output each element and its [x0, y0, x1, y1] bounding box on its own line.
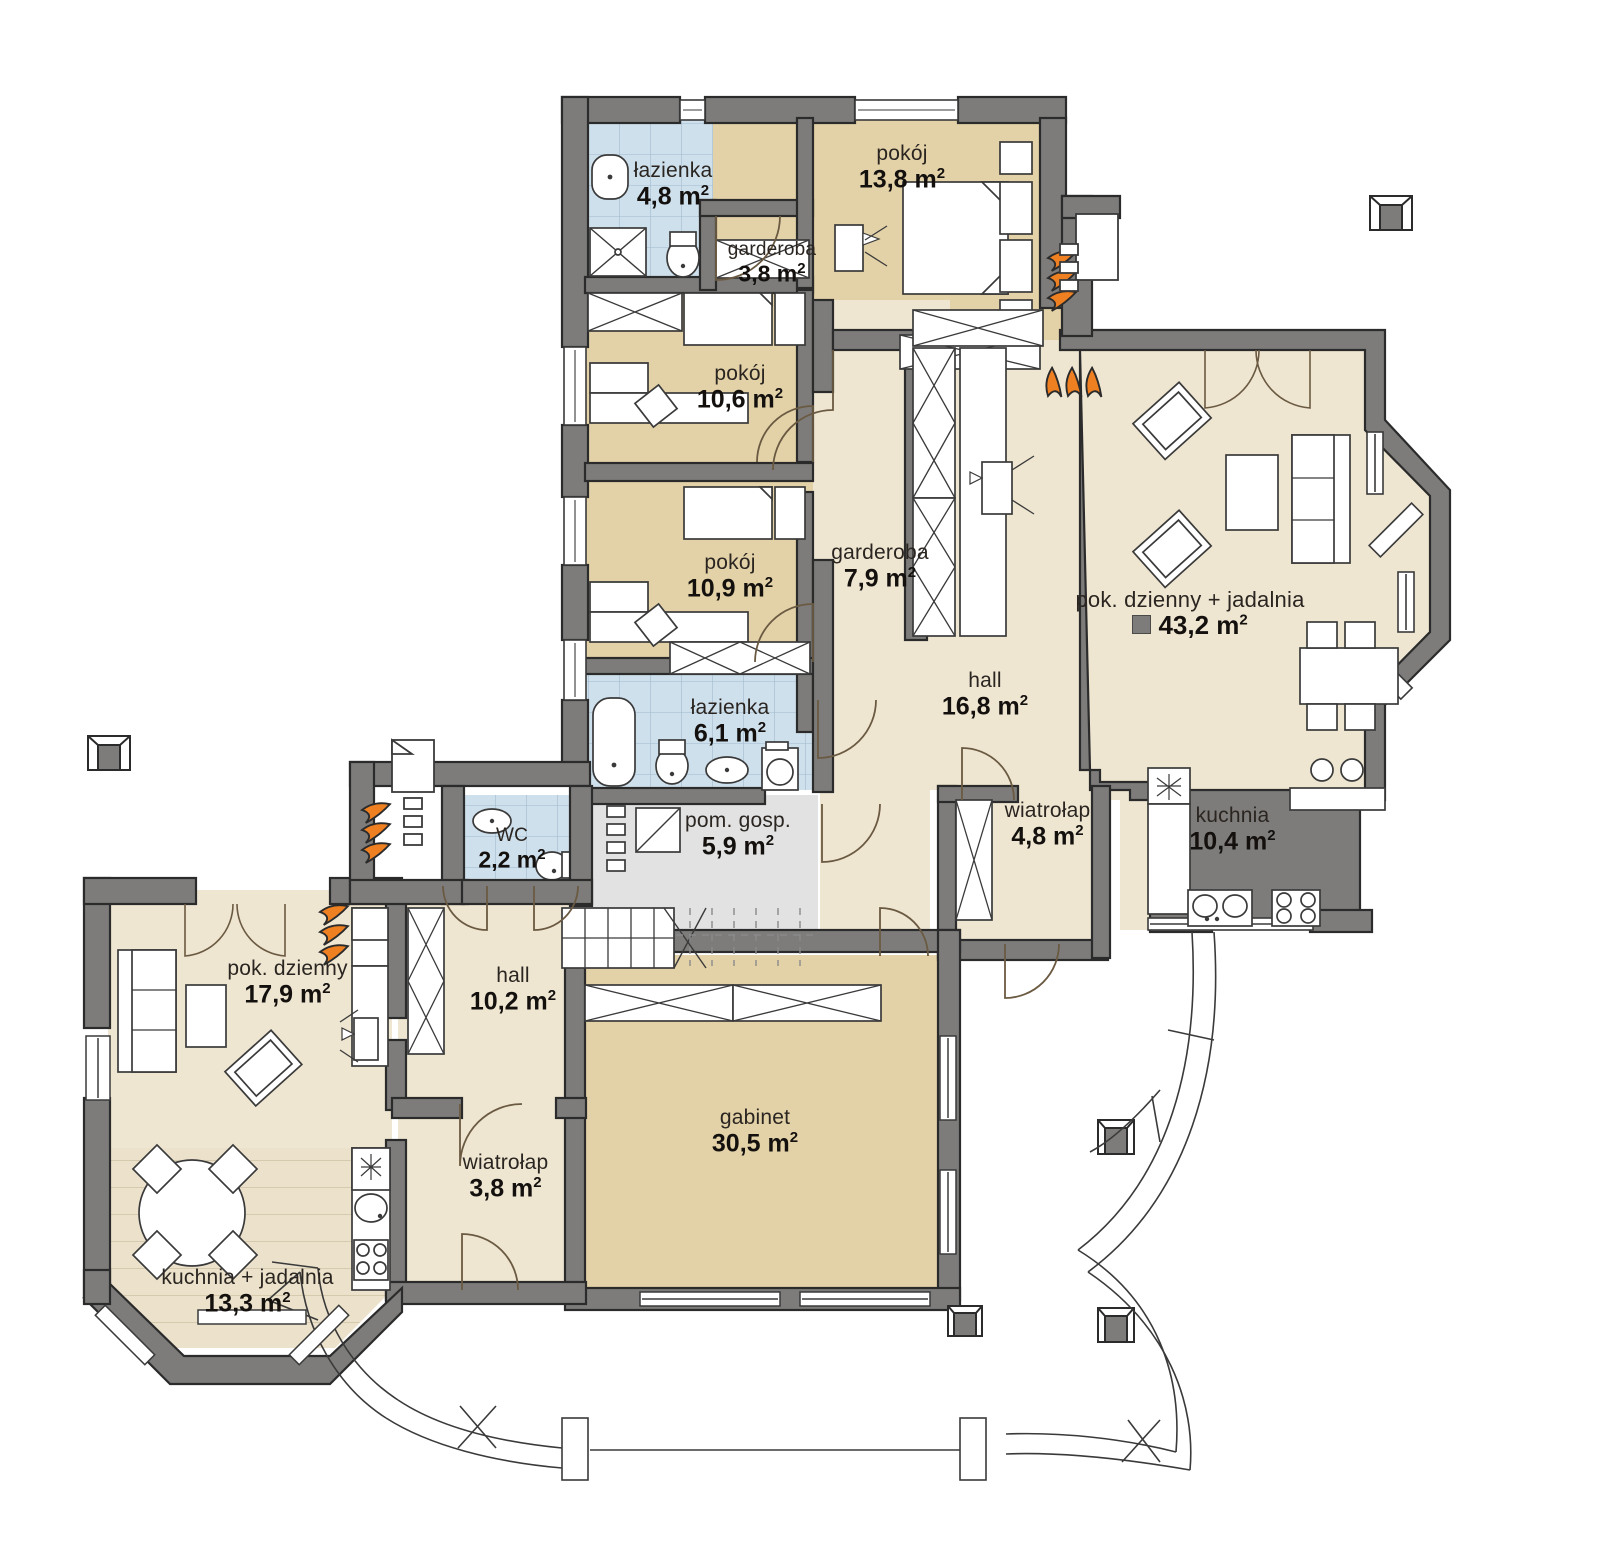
stairs-icon [561, 907, 707, 969]
windows-bottom [85, 1035, 957, 1325]
armchair-icon [1131, 509, 1213, 589]
fixtures-hall-102 [407, 907, 445, 1055]
bay-windows [94, 1304, 350, 1366]
bed-icon [902, 181, 1009, 295]
wardrobe-icon [407, 907, 445, 1055]
fixtures-gabinet [584, 984, 882, 1022]
fixtures-kitchen-right [1147, 767, 1321, 927]
fixtures-wiatrolap-48 [955, 799, 993, 921]
coffee-table-icon [1225, 454, 1279, 531]
chimney-stack [391, 213, 1119, 846]
bed-icon [683, 486, 773, 540]
bed-icon [683, 292, 773, 346]
dining-table-icon [1299, 647, 1399, 705]
column-pillar-icon [87, 195, 1413, 1343]
terrace-steps-icon [267, 931, 1217, 1481]
armchair-icon [223, 1029, 304, 1108]
stairs-overhead [676, 908, 816, 966]
bathtub-icon [592, 697, 636, 787]
windows [563, 99, 959, 701]
wardrobe-icon [912, 347, 956, 499]
fixtures-utility [606, 805, 681, 872]
fixtures-bathroom-61 [592, 697, 799, 791]
kitchen-sink-icon [354, 1193, 388, 1223]
fixtures-garderoba-79 [912, 309, 1044, 637]
furniture-left-wing [117, 903, 391, 1291]
furniture-salon [1131, 349, 1399, 811]
armchair-icon [1131, 381, 1213, 461]
door-swing-icon [442, 215, 1060, 1291]
wardrobe-icon [669, 641, 811, 675]
